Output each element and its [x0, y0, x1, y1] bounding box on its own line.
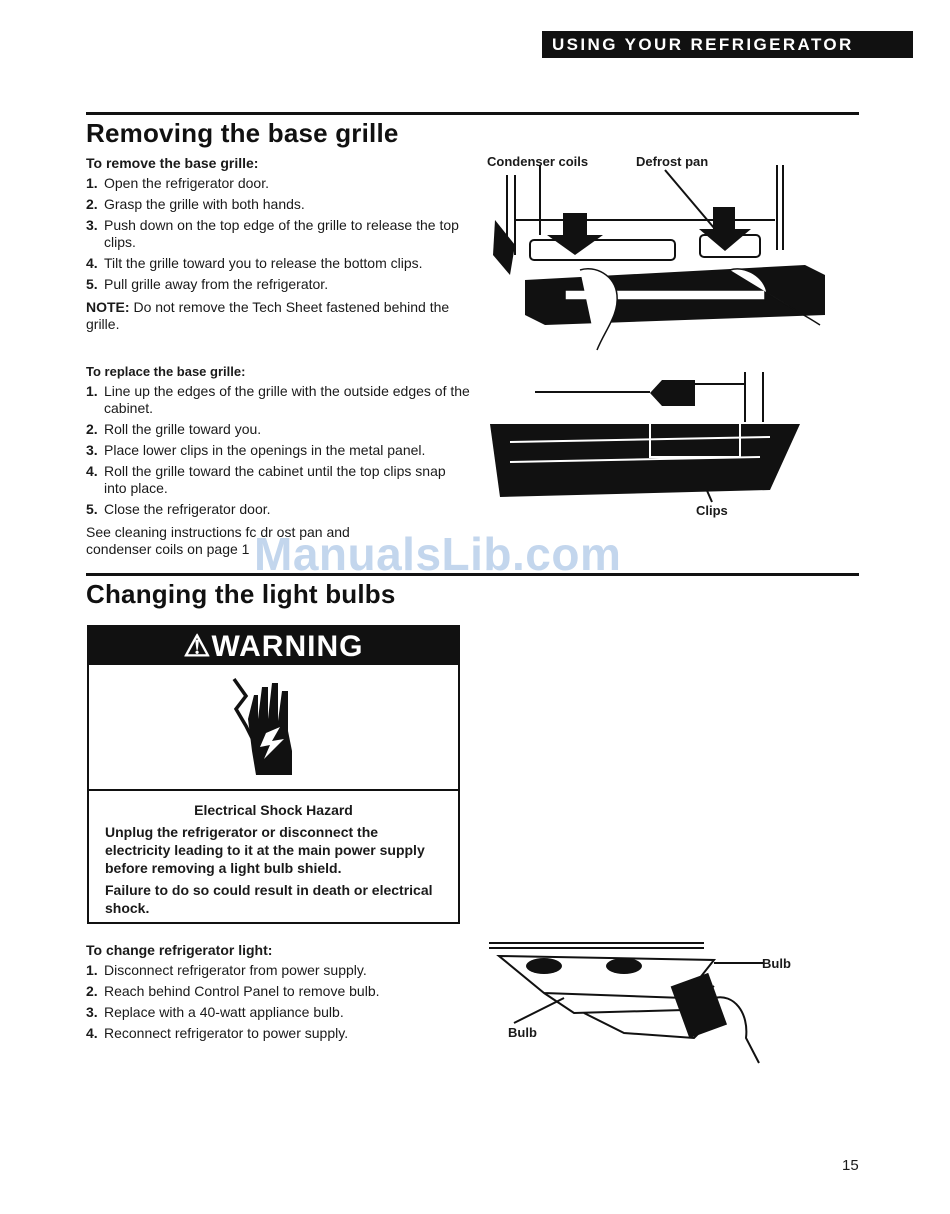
hazard-consequence: Failure to do so could result in death o…: [105, 882, 433, 916]
step-number: 1.: [86, 175, 98, 191]
section-banner: USING YOUR REFRIGERATOR: [542, 31, 913, 58]
step-text: Pull grille away from the refrigerator.: [104, 276, 329, 292]
step-item: 1. Open the refrigerator door.: [86, 175, 471, 192]
step-item: 5. Pull grille away from the refrigerator…: [86, 276, 471, 293]
label-condenser-coils: Condenser coils: [487, 154, 589, 169]
warning-box: ⚠WARNING Electrical Shock Hazard Unplug …: [87, 625, 460, 924]
replace-grille-instructions: To replace the base grille: 1. Line up th…: [86, 364, 471, 558]
change-steps-list: 1. Disconnect refrigerator from power sup…: [86, 962, 471, 1042]
grille-removal-figure: [493, 165, 825, 351]
change-heading: To change refrigerator light:: [86, 942, 273, 958]
step-text: Disconnect refrigerator from power suppl…: [104, 962, 367, 978]
warning-header: ⚠WARNING: [89, 627, 458, 665]
step-number: 2.: [86, 196, 98, 212]
step-text: Push down on the top edge of the grille …: [104, 217, 459, 250]
step-item: 4. Tilt the grille toward you to release …: [86, 255, 471, 272]
step-number: 2.: [86, 421, 98, 437]
step-item: 2. Roll the grille toward you.: [86, 421, 471, 438]
step-text: Replace with a 40-watt appliance bulb.: [104, 1004, 344, 1020]
bulbs-section-title: Changing the light bulbs: [86, 579, 396, 609]
warning-label: WARNING: [211, 630, 364, 663]
remove-heading: To remove the base grille:: [86, 155, 259, 171]
step-text: Tilt the grille toward you to release th…: [104, 255, 423, 271]
step-item: 1. Line up the edges of the grille with t…: [86, 383, 471, 417]
step-number: 3.: [86, 1004, 98, 1020]
see-cleaning-text: See cleaning instructions fc dr ost pan …: [86, 524, 350, 557]
step-item: 4. Roll the grille toward the cabinet unt…: [86, 463, 471, 497]
label-clips: Clips: [696, 503, 728, 518]
step-text: Close the refrigerator door.: [104, 501, 271, 517]
step-text: Open the refrigerator door.: [104, 175, 269, 191]
step-number: 2.: [86, 983, 98, 999]
replace-heading: To replace the base grille:: [86, 364, 246, 379]
step-number: 1.: [86, 962, 98, 978]
step-item: 2. Grasp the grille with both hands.: [86, 196, 471, 213]
step-number: 3.: [86, 442, 98, 458]
note: NOTE: Do not remove the Tech Sheet faste…: [86, 299, 471, 333]
section-divider: [86, 112, 859, 115]
step-number: 4.: [86, 255, 98, 271]
step-item: 4. Reconnect refrigerator to power supply…: [86, 1025, 471, 1042]
light-bulb-figure: [489, 942, 764, 1064]
hazard-instruction: Unplug the refrigerator or disconnect th…: [105, 824, 425, 876]
note-text: Do not remove the Tech Sheet fastened be…: [86, 299, 450, 332]
step-number: 5.: [86, 501, 98, 517]
replace-steps-list: 1. Line up the edges of the grille with t…: [86, 383, 471, 518]
hazard-title: Electrical Shock Hazard: [194, 802, 353, 818]
step-item: 3. Push down on the top edge of the grill…: [86, 217, 471, 251]
label-bulb-right: Bulb: [762, 956, 791, 971]
step-number: 4.: [86, 463, 98, 479]
step-item: 3. Place lower clips in the openings in t…: [86, 442, 471, 459]
step-text: Reconnect refrigerator to power supply.: [104, 1025, 349, 1041]
remove-grille-instructions: To remove the base grille: 1. Open the re…: [86, 155, 471, 333]
hazard-text: Electrical Shock Hazard Unplug the refri…: [89, 791, 458, 917]
label-defrost-pan: Defrost pan: [636, 154, 709, 169]
change-light-instructions: To change refrigerator light: 1. Disconne…: [86, 942, 471, 1046]
step-text: Grasp the grille with both hands.: [104, 196, 305, 212]
electric-shock-hand-icon: [232, 677, 292, 775]
page-number: 15: [842, 1157, 859, 1174]
step-text: Reach behind Control Panel to remove bul…: [104, 983, 380, 999]
grille-replace-figure: [490, 372, 800, 503]
step-number: 3.: [86, 217, 98, 233]
warning-triangle-icon: ⚠: [183, 630, 212, 663]
step-item: 1. Disconnect refrigerator from power sup…: [86, 962, 471, 979]
step-item: 3. Replace with a 40-watt appliance bulb.: [86, 1004, 471, 1021]
remove-steps-list: 1. Open the refrigerator door. 2. Grasp the…: [86, 175, 471, 293]
note-label: NOTE:: [86, 299, 130, 315]
step-text: Line up the edges of the grille with the…: [104, 383, 470, 416]
hazard-icon-panel: [89, 665, 458, 791]
step-number: 1.: [86, 383, 98, 399]
label-bulb-left: Bulb: [508, 1025, 537, 1040]
watermark: ManualsLib.com: [254, 528, 622, 580]
step-item: 2. Reach behind Control Panel to remove b…: [86, 983, 471, 1000]
grille-section-title: Removing the base grille: [86, 118, 399, 148]
section-divider-2: [86, 573, 859, 576]
step-text: Roll the grille toward you.: [104, 421, 262, 437]
step-text: Roll the grille toward the cabinet until…: [104, 463, 446, 496]
step-number: 4.: [86, 1025, 98, 1041]
step-number: 5.: [86, 276, 98, 292]
step-text: Place lower clips in the openings in the…: [104, 442, 426, 458]
step-item: 5. Close the refrigerator door.: [86, 501, 471, 518]
